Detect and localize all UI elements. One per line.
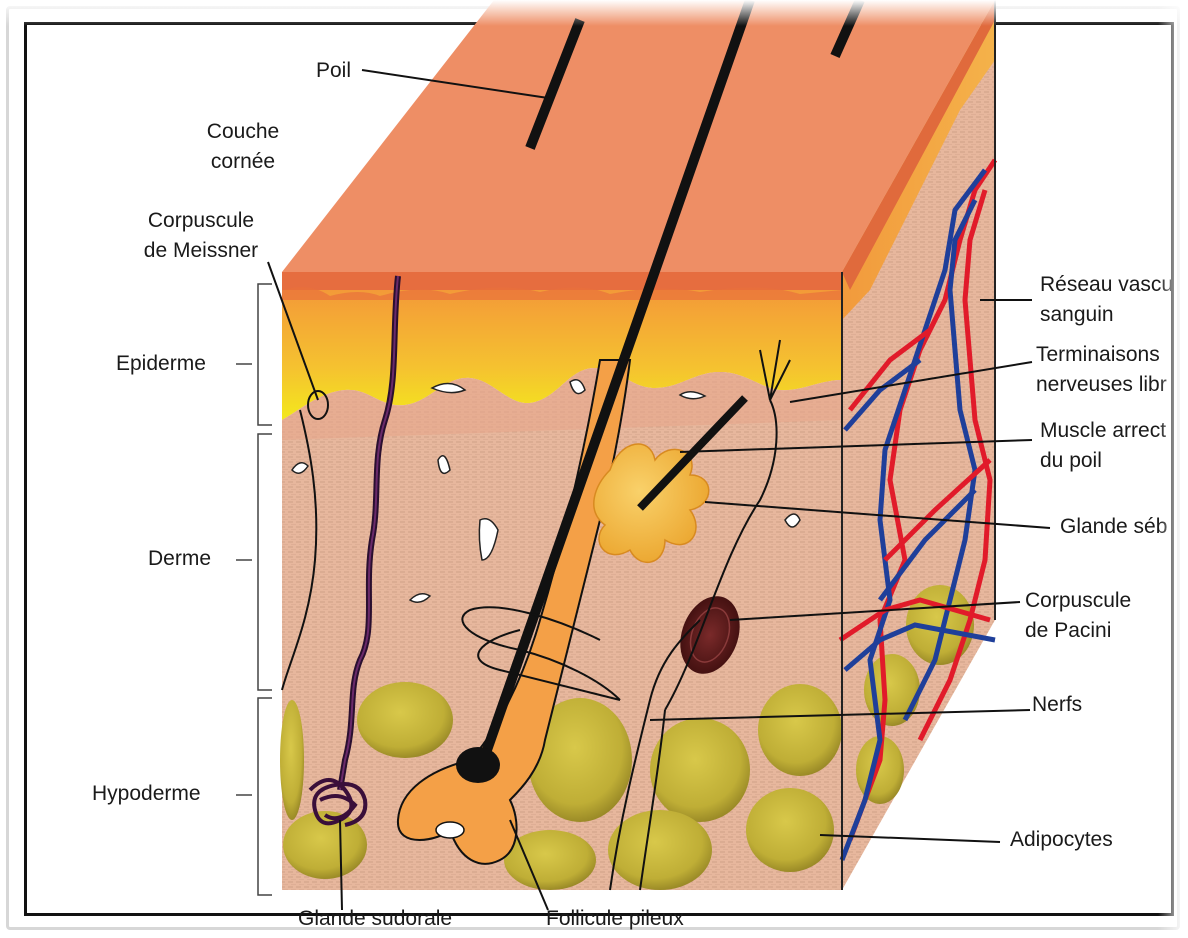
label-reseau-vasculaire: Réseau vascu sanguin (1040, 270, 1173, 330)
label-hypoderme: Hypoderme (92, 779, 201, 809)
label-terminaisons: Terminaisons nerveuses libr (1036, 340, 1167, 400)
label-glande-sudorale: Glande sudorale (298, 904, 452, 934)
layer-brackets (236, 284, 272, 895)
label-muscle-line2: du poil (1040, 446, 1166, 476)
label-poil: Poil (316, 56, 351, 86)
label-pacini: Corpuscule de Pacini (1025, 586, 1131, 646)
label-couche-cornee: Couche cornée (196, 117, 290, 177)
label-adipocytes: Adipocytes (1010, 825, 1113, 855)
label-epiderme: Epiderme (116, 349, 206, 379)
label-meissner-line2: de Meissner (130, 236, 272, 266)
label-nerfs: Nerfs (1032, 690, 1082, 720)
adipocyte (758, 684, 842, 776)
label-meissner-line1: Corpuscule (130, 206, 272, 236)
label-couche-cornee-line1: Couche (196, 117, 290, 147)
label-terminaisons-line2: nerveuses libr (1036, 370, 1167, 400)
adipocyte (357, 682, 453, 758)
adipocyte (608, 810, 712, 890)
label-derme: Derme (148, 544, 211, 574)
label-reseau-line2: sanguin (1040, 300, 1173, 330)
label-muscle-line1: Muscle arrect (1040, 416, 1166, 446)
label-glande-sebacee: Glande séb (1060, 512, 1167, 542)
label-reseau-line1: Réseau vascu (1040, 270, 1173, 300)
label-pacini-line2: de Pacini (1025, 616, 1131, 646)
label-terminaisons-line1: Terminaisons (1036, 340, 1167, 370)
label-muscle-arrecteur: Muscle arrect du poil (1040, 416, 1166, 476)
label-follicule-pileux: Follicule pileux (546, 904, 684, 934)
label-couche-cornee-line2: cornée (196, 147, 290, 177)
adipocyte (280, 700, 304, 820)
adipocyte (650, 718, 750, 822)
label-pacini-line1: Corpuscule (1025, 586, 1131, 616)
label-meissner: Corpuscule de Meissner (130, 206, 272, 266)
adipocyte (746, 788, 834, 872)
stratum-corneum-front (282, 272, 842, 290)
